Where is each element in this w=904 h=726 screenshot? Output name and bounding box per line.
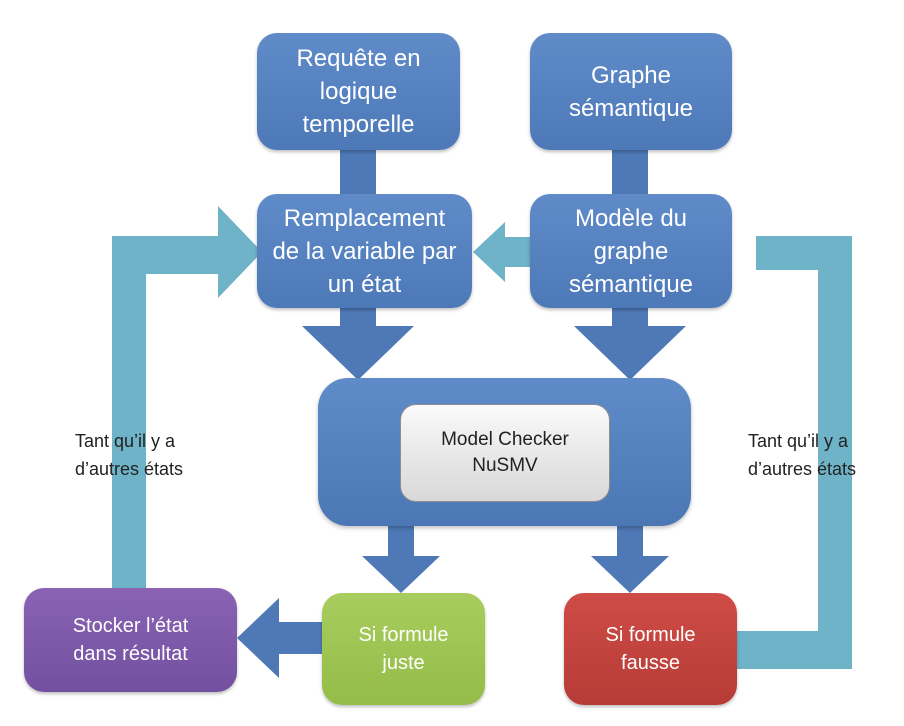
graph-model-box: Modèle du graphe sémantique	[530, 194, 732, 308]
arrow-true-to-store	[237, 598, 322, 678]
loop-arrow-right	[737, 236, 852, 669]
arrow-replacement-to-checker	[302, 308, 414, 380]
model-checker-box: Model Checker NuSMV	[400, 404, 610, 502]
loop-arrow-left	[112, 206, 262, 588]
arrow-checker-to-false	[591, 526, 669, 593]
connector-graph-to-model	[612, 150, 648, 194]
loop-label-right: Tant qu’il y a d’autres états	[748, 431, 857, 479]
arrow-model-to-checker	[574, 308, 686, 380]
temporal-query-box: Requête en logique temporelle	[257, 33, 460, 150]
arrow-model-to-replacement	[473, 222, 530, 282]
store-state-box: Stocker l’état dans résultat	[24, 588, 237, 692]
connector-query-to-replacement	[340, 150, 376, 194]
formula-false-box: Si formule fausse	[564, 593, 737, 705]
semantic-graph-box: Graphe sémantique	[530, 33, 732, 150]
loop-label-left: Tant qu’il y a d’autres états	[75, 431, 184, 479]
arrow-checker-to-true	[362, 526, 440, 593]
variable-replacement-box: Remplacement de la variable par un état	[257, 194, 472, 308]
formula-true-box: Si formule juste	[322, 593, 485, 705]
